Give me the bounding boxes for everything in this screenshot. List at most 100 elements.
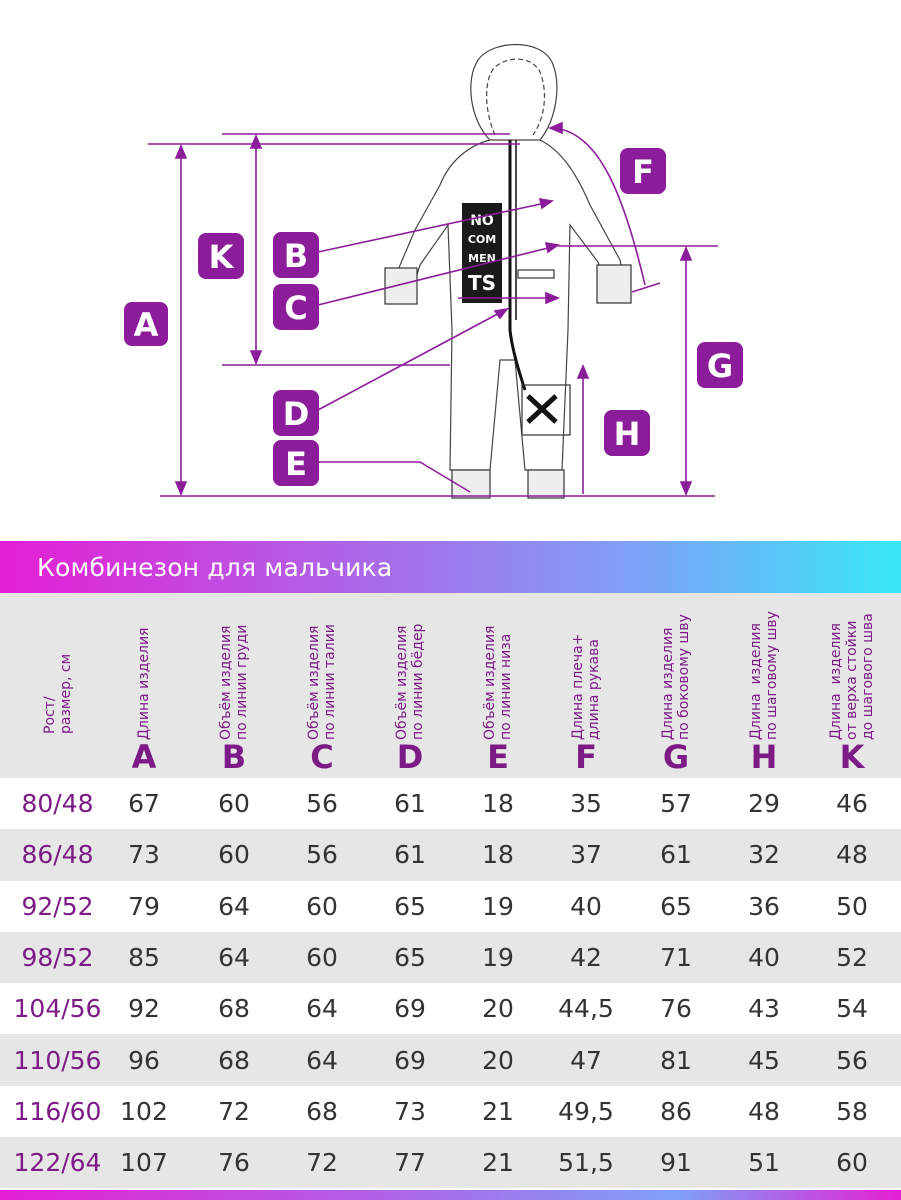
value-cell: 61 <box>660 840 692 870</box>
value-cell: 102 <box>120 1096 168 1126</box>
value-cell: 40 <box>748 943 780 973</box>
size-diagram: NO COM MEN TS <box>124 43 743 499</box>
value-cell: 50 <box>836 891 868 921</box>
value-cell: 19 <box>482 891 514 921</box>
value-cell: 71 <box>660 943 692 973</box>
value-cell: 72 <box>306 1148 338 1178</box>
value-cell: 107 <box>120 1148 168 1178</box>
label-badge-d: D <box>273 390 319 436</box>
value-cell: 20 <box>482 1045 514 1075</box>
value-cell: 35 <box>570 789 602 819</box>
chest-print: NO COM MEN TS <box>462 203 502 303</box>
size-cell: 116/60 <box>13 1096 102 1126</box>
value-cell: 43 <box>748 994 780 1024</box>
value-cell: 65 <box>660 891 692 921</box>
value-cell: 20 <box>482 994 514 1024</box>
column-header-label: Длина изделия от верха стойки до шаговог… <box>828 613 876 740</box>
value-cell: 79 <box>128 891 160 921</box>
value-cell: 65 <box>394 891 426 921</box>
value-cell: 65 <box>394 943 426 973</box>
value-cell: 32 <box>748 840 780 870</box>
value-cell: 76 <box>660 994 692 1024</box>
value-cell: 68 <box>218 994 250 1024</box>
label-badge-e: E <box>273 440 319 486</box>
value-cell: 49,5 <box>558 1096 614 1126</box>
column-header-letter: K <box>839 738 865 776</box>
size-cell: 122/64 <box>13 1148 102 1178</box>
value-cell: 81 <box>660 1045 692 1075</box>
value-cell: 44,5 <box>558 994 614 1024</box>
column-header-letter: H <box>750 738 778 776</box>
value-cell: 46 <box>836 789 868 819</box>
value-cell: 60 <box>836 1148 868 1178</box>
size-cell: 86/48 <box>21 840 94 870</box>
value-cell: 64 <box>306 1045 338 1075</box>
column-header-letter: G <box>662 738 690 776</box>
label-b-text: B <box>284 237 308 275</box>
column-header-letter: E <box>487 738 509 776</box>
column-header-label: Длина изделия по боковому шву <box>660 614 692 740</box>
value-cell: 56 <box>306 789 338 819</box>
value-cell: 61 <box>394 840 426 870</box>
label-badge-f: F <box>620 148 666 194</box>
chest-print-line: NO <box>470 213 494 229</box>
title-banner: Комбинезон для мальчика <box>0 541 901 593</box>
column-header-letter: A <box>131 738 157 776</box>
label-k-text: K <box>209 238 235 276</box>
size-cell: 92/52 <box>21 891 94 921</box>
value-cell: 57 <box>660 789 692 819</box>
label-badge-k: K <box>198 233 244 279</box>
value-cell: 69 <box>394 1045 426 1075</box>
chest-print-line: MEN <box>468 252 496 265</box>
value-cell: 73 <box>394 1096 426 1126</box>
column-header-label: Длина изделия по шаговому шву <box>748 611 780 740</box>
diagram-labels: A K B C D E F G <box>124 148 743 486</box>
column-header-label: Объём изделия по линии груди <box>218 624 250 740</box>
page-title: Комбинезон для мальчика <box>37 553 393 582</box>
label-d-text: D <box>283 395 310 433</box>
column-header: Рост/ размер, см <box>10 593 105 778</box>
column-header-letter: F <box>575 738 597 776</box>
size-cell: 98/52 <box>21 943 94 973</box>
value-cell: 21 <box>482 1148 514 1178</box>
value-cell: 69 <box>394 994 426 1024</box>
column-header: Длина изделия от верха стойки до шаговог… <box>808 593 896 778</box>
size-cell: 110/56 <box>13 1045 102 1075</box>
column-header-label: Длина изделия <box>136 627 152 740</box>
value-cell: 77 <box>394 1148 426 1178</box>
column-header-label: Рост/ размер, см <box>41 653 74 734</box>
label-a-text: A <box>134 306 159 344</box>
hood-outline <box>470 43 558 141</box>
value-cell: 54 <box>836 994 868 1024</box>
value-cell: 64 <box>218 943 250 973</box>
value-cell: 37 <box>570 840 602 870</box>
value-cell: 73 <box>128 840 160 870</box>
column-header-label: Длина плеча+ длина рукава <box>570 633 602 740</box>
label-badge-b: B <box>273 232 319 278</box>
value-cell: 86 <box>660 1096 692 1126</box>
value-cell: 40 <box>570 891 602 921</box>
value-cell: 48 <box>836 840 868 870</box>
label-c-text: C <box>284 289 307 327</box>
value-cell: 36 <box>748 891 780 921</box>
value-cell: 60 <box>306 891 338 921</box>
value-cell: 60 <box>306 943 338 973</box>
column-header-label: Объём изделия по линии талии <box>306 624 338 740</box>
value-cell: 76 <box>218 1148 250 1178</box>
value-cell: 67 <box>128 789 160 819</box>
value-cell: 61 <box>394 789 426 819</box>
column-header-letter: B <box>221 738 247 776</box>
value-cell: 56 <box>306 840 338 870</box>
value-cell: 18 <box>482 840 514 870</box>
